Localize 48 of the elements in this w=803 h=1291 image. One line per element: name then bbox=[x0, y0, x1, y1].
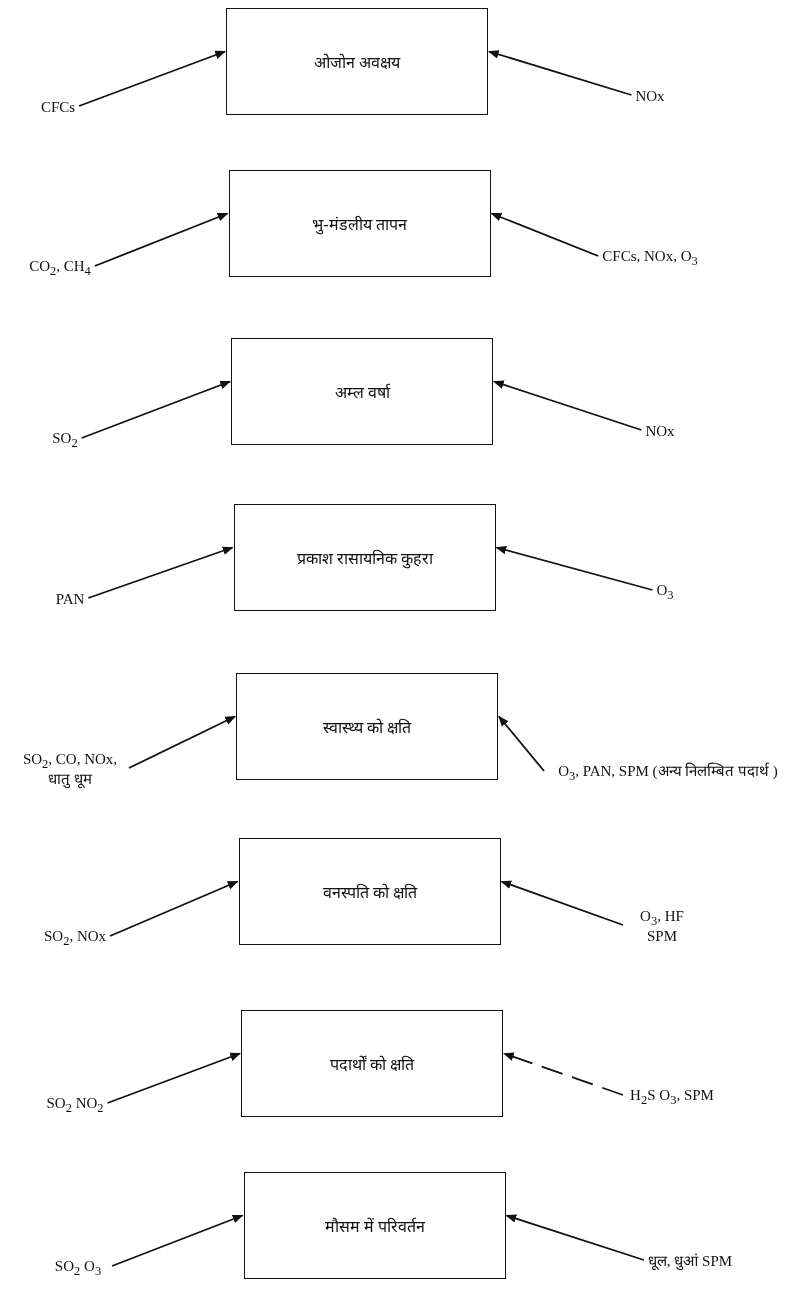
arrow bbox=[106, 1052, 241, 1104]
arrow bbox=[109, 880, 239, 937]
effect-label: स्वास्थ्य को क्षति bbox=[323, 717, 411, 738]
pollutant-label: PAN bbox=[55, 591, 85, 609]
effect-label: ओजोन अवक्षय bbox=[314, 52, 400, 73]
effect-label: वनस्पति को क्षति bbox=[322, 882, 417, 903]
arrow bbox=[80, 380, 231, 439]
arrow bbox=[492, 380, 643, 431]
pollutant-label: SO$_{2}$ NO$_{2}$ bbox=[46, 1094, 104, 1116]
pollutant-label: SO$_{2}$ O$_{3}$ bbox=[48, 1257, 108, 1279]
effect-box bbox=[231, 338, 493, 445]
pollutant-label: SO$_{2}$, NOx bbox=[43, 927, 107, 949]
pollutant-label: H$_{2}$S O$_{3}$, SPM bbox=[627, 1086, 717, 1108]
arrow bbox=[495, 545, 654, 591]
arrow bbox=[111, 1214, 244, 1267]
pollutant-label: CO$_{2}$, CH$_{4}$ bbox=[29, 257, 91, 279]
arrow bbox=[500, 880, 624, 926]
arrow bbox=[498, 715, 545, 772]
pollutant-label: O$_{3}$ bbox=[656, 581, 674, 603]
effect-box bbox=[236, 673, 498, 780]
effect-label: प्रकाश रासायनिक कुहरा bbox=[296, 548, 433, 569]
arrow bbox=[503, 1052, 624, 1096]
pollutant-label: NOx bbox=[635, 88, 665, 106]
effect-box bbox=[226, 8, 488, 115]
pollutant-label: SO$_{2}$, CO, NOx, धातु धूम bbox=[15, 751, 125, 789]
arrow bbox=[505, 1214, 645, 1261]
effect-box bbox=[243, 1172, 506, 1279]
effect-label: मौसम में परिवर्तन bbox=[324, 1216, 425, 1237]
pollutant-label: धूल, धुआं SPM bbox=[647, 1253, 733, 1271]
pollutant-label: O$_{3}$, HF SPM bbox=[627, 908, 697, 946]
effect-label: पदार्थों को क्षति bbox=[330, 1054, 414, 1075]
effect-box bbox=[241, 1010, 503, 1117]
effect-box bbox=[228, 170, 491, 277]
pollutant-label: NOx bbox=[645, 423, 675, 441]
pollutant-label: CFCs bbox=[40, 99, 76, 117]
arrow bbox=[490, 212, 600, 257]
pollutant-label: O$_{3}$, PAN, SPM (अन्य निलम्बित पदार्थ ) bbox=[548, 762, 788, 784]
effect-box bbox=[238, 838, 501, 945]
arrow bbox=[78, 50, 226, 107]
pollutant-label: CFCs, NOx, O$_{3}$ bbox=[602, 247, 698, 269]
arrow bbox=[87, 546, 234, 599]
arrow bbox=[93, 212, 229, 267]
effect-label: अम्ल वर्षा bbox=[334, 382, 390, 403]
effect-label: भु-मंडलीय तापन bbox=[312, 214, 407, 235]
arrow bbox=[487, 50, 633, 96]
arrow bbox=[128, 715, 236, 769]
pollutant-label: SO$_{2}$ bbox=[52, 429, 78, 451]
effect-box bbox=[233, 504, 496, 611]
